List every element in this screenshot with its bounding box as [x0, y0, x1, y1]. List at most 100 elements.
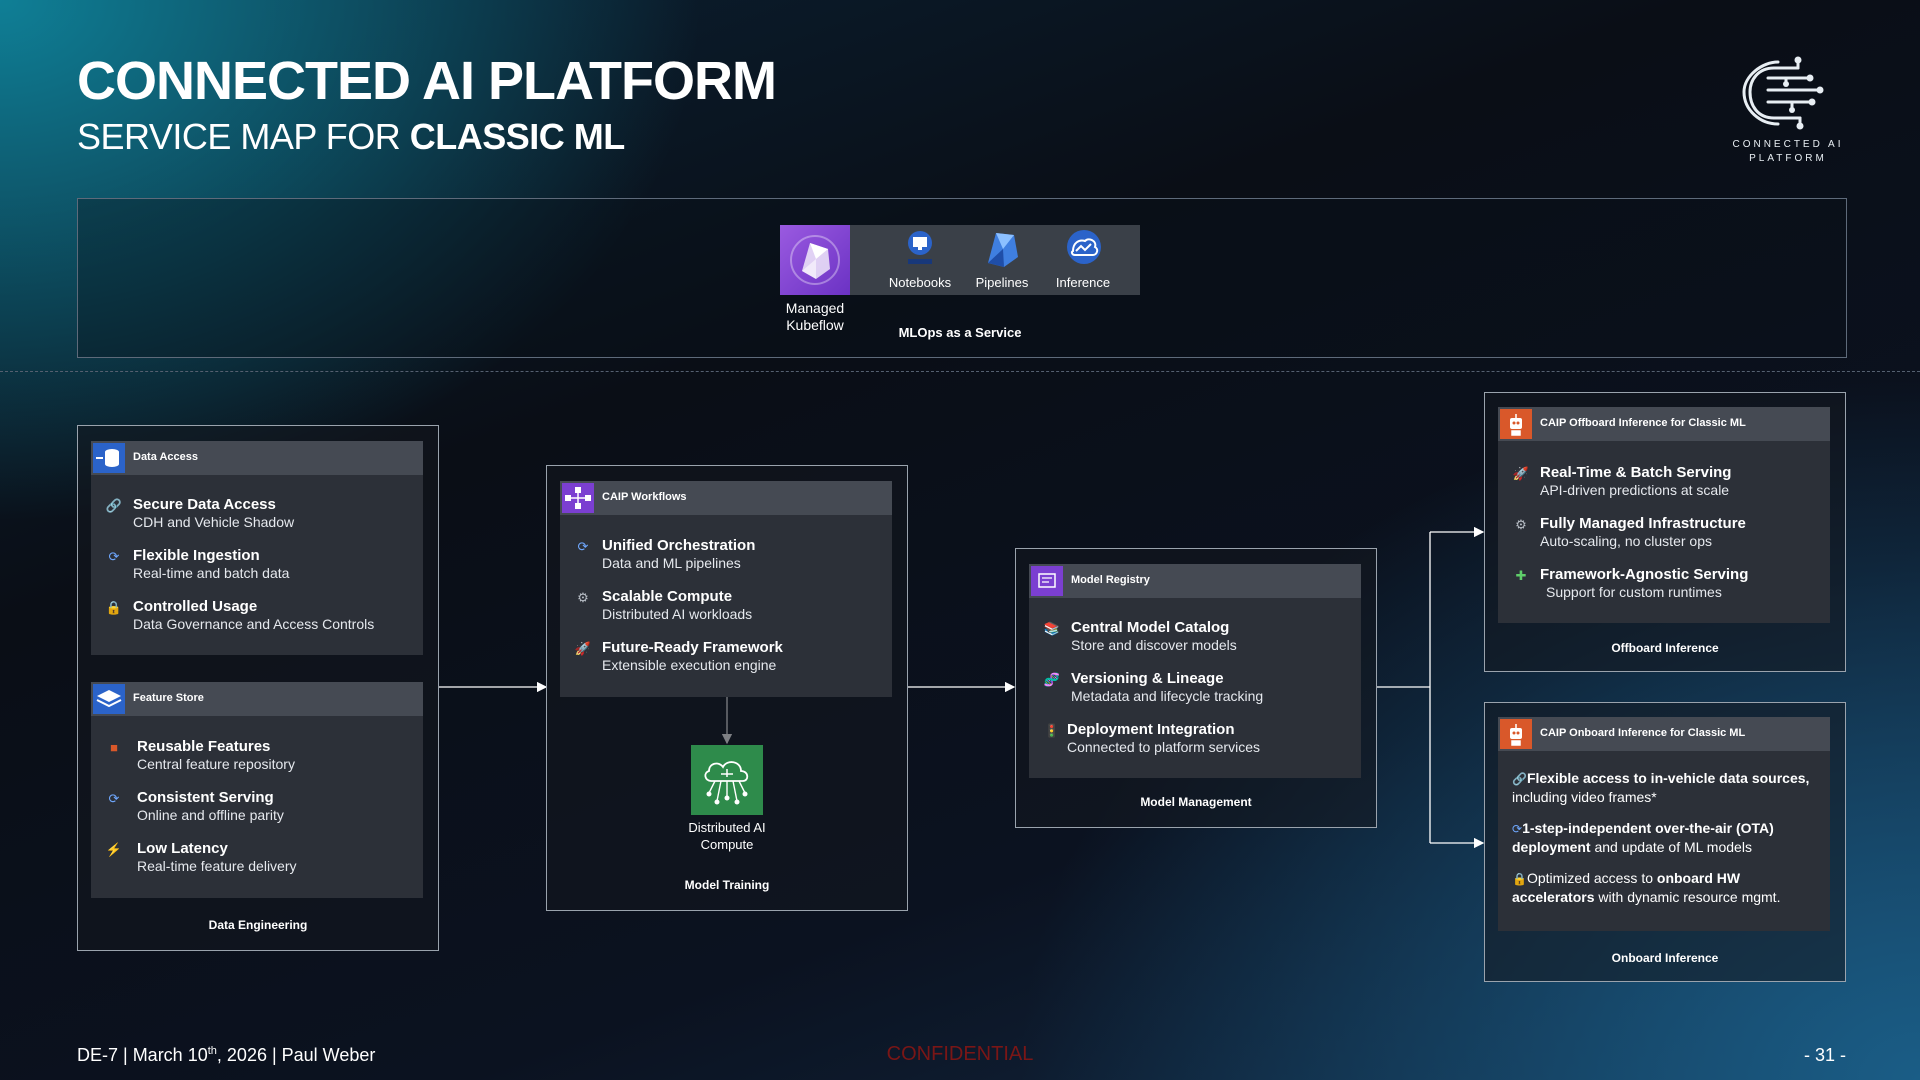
item-desc: Connected to platform services — [1067, 739, 1260, 755]
traffic-light-icon: 🚦 — [1043, 723, 1061, 738]
item-desc: Real-time and batch data — [133, 565, 290, 581]
compute-label: Distributed AI Compute — [688, 820, 766, 852]
item-title: Scalable Compute — [602, 588, 733, 605]
item-desc: Online and offline parity — [137, 807, 284, 823]
item-title: Versioning & Lineage — [1071, 670, 1224, 687]
gear-icon: ⚙ — [577, 590, 589, 605]
footer-doc: DE-7 | March 10 — [77, 1045, 208, 1065]
rocket-icon: 🚀 — [1512, 466, 1530, 481]
panel-header: Model Registry — [1029, 564, 1361, 598]
panel-title: CAIP Workflows — [602, 491, 687, 503]
panel-title: Model Registry — [1071, 574, 1150, 586]
refresh-icon: ⟳ — [577, 539, 589, 554]
item-desc: Data and ML pipelines — [602, 555, 741, 571]
lock-icon: 🔒 — [105, 600, 123, 615]
panel-header: CAIP Offboard Inference for Classic ML — [1498, 407, 1830, 441]
page-title: CONNECTED AI PLATFORM — [77, 51, 777, 111]
jupyter-notebook-icon — [908, 231, 932, 264]
dna-icon: 🧬 — [1043, 672, 1061, 687]
distributed-compute-icon — [691, 745, 763, 815]
refresh-icon: ⟳ — [108, 549, 120, 564]
model-registry-panel: Model Registry 📚 Central Model Catalog S… — [1029, 564, 1361, 778]
panel-title: CAIP Onboard Inference for Classic ML — [1540, 727, 1746, 739]
item-desc: Real-time feature delivery — [137, 858, 297, 874]
panel-header: CAIP Onboard Inference for Classic ML — [1498, 717, 1830, 751]
item-text: and update of ML models — [1594, 839, 1752, 855]
layers-icon — [93, 684, 125, 714]
item-desc: Metadata and lifecycle tracking — [1071, 688, 1264, 704]
gear-icon: ⚙ — [1515, 517, 1527, 532]
item-title: Reusable Features — [137, 738, 271, 755]
item-desc: Distributed AI workloads — [602, 606, 753, 622]
onboard-panel: CAIP Onboard Inference for Classic ML 🔗F… — [1498, 717, 1830, 931]
page-subtitle: SERVICE MAP FOR CLASSIC ML — [77, 116, 625, 158]
footer-sup: th — [207, 1045, 217, 1057]
kubeflow-icon — [780, 225, 850, 295]
caip-workflows-panel: CAIP Workflows ⟳ Unified Orchestration D… — [560, 481, 892, 697]
panel-title: CAIP Offboard Inference for Classic ML — [1540, 417, 1746, 429]
offboard-panel: CAIP Offboard Inference for Classic ML 🚀… — [1498, 407, 1830, 623]
feature-store-panel: Feature Store ■ Reusable Features Centra… — [91, 682, 423, 898]
registry-icon — [1031, 566, 1063, 596]
lock-icon: 🔒 — [1512, 872, 1527, 886]
database-icon — [93, 443, 125, 473]
item-title: Fully Managed Infrastructure — [1540, 515, 1746, 532]
list-item: ⟳1-step-independent over-the-air (OTA) d… — [1512, 819, 1820, 856]
item-desc: CDH and Vehicle Shadow — [133, 514, 295, 530]
tool-pipelines[interactable]: Pipelines — [962, 225, 1042, 295]
item-bold: 1-step-independent over-the-air (OTA) — [1522, 820, 1774, 836]
robot-icon — [1500, 719, 1532, 749]
page-number: - 31 - — [1803, 1045, 1846, 1065]
item-title: Unified Orchestration — [602, 537, 756, 554]
footer-rest: , 2026 | Paul Weber — [216, 1045, 376, 1065]
refresh-icon: ⟳ — [1512, 822, 1523, 836]
item-desc: Extensible execution engine — [602, 657, 777, 673]
item-title: Low Latency — [137, 840, 228, 857]
panel-header: Data Access — [91, 441, 423, 475]
tool-label: Inference — [1055, 275, 1111, 290]
subtitle-prefix: SERVICE MAP FOR — [77, 116, 401, 157]
item-bold: Flexible access to in-vehicle data sourc… — [1526, 770, 1810, 786]
panel-title: Data Access — [133, 451, 199, 463]
item-bold: deployment — [1512, 839, 1591, 855]
section-caption: Offboard Inference — [1611, 641, 1719, 655]
list-item: 🔒Optimized access to onboard HW accelera… — [1512, 869, 1820, 906]
tool-inference[interactable]: Inference — [1043, 225, 1123, 295]
books-icon: 📚 — [1043, 621, 1061, 636]
section-caption: Model Management — [1140, 795, 1252, 809]
bricks-icon: ■ — [110, 740, 118, 755]
rocket-icon: 🚀 — [574, 641, 592, 656]
model-training-box: CAIP Workflows ⟳ Unified Orchestration D… — [546, 465, 908, 911]
mlops-caption: MLOps as a Service — [898, 325, 1022, 340]
item-desc: Central feature repository — [137, 756, 295, 772]
item-desc: Data Governance and Access Controls — [133, 616, 375, 632]
footer-doc-info: DE-7 | March 10th, 2026 | Paul Weber — [77, 1045, 375, 1066]
workflow-icon — [562, 483, 594, 513]
tool-label: Pipelines — [975, 275, 1029, 290]
tool-label: Notebooks — [888, 275, 952, 290]
item-text: with dynamic resource mgmt. — [1598, 889, 1781, 905]
panel-header: CAIP Workflows — [560, 481, 892, 515]
item-title: Central Model Catalog — [1071, 619, 1230, 636]
link-icon: 🔗 — [105, 498, 123, 513]
data-access-panel: Data Access 🔗 Secure Data Access CDH and… — [91, 441, 423, 655]
tool-notebooks[interactable]: Notebooks — [880, 225, 960, 295]
item-title: Consistent Serving — [137, 789, 274, 806]
panel-header: Feature Store — [91, 682, 423, 716]
subtitle-bold: CLASSIC ML — [409, 116, 626, 157]
divider — [0, 371, 1920, 372]
item-desc: Store and discover models — [1071, 637, 1237, 653]
managed-kubeflow-label: Managed Kubeflow — [785, 300, 845, 333]
item-text: Optimized access to — [1526, 870, 1654, 886]
model-management-box: Model Registry 📚 Central Model Catalog S… — [1015, 548, 1377, 828]
mlops-tools-bar: Notebooks Pipelines Inference — [850, 225, 1140, 295]
section-caption: Onboard Inference — [1611, 951, 1719, 965]
logo-text: CONNECTED AI PLATFORM — [1732, 139, 1844, 164]
item-title: Secure Data Access — [133, 496, 276, 513]
section-caption: Data Engineering — [208, 918, 308, 932]
data-engineering-box: Data Access 🔗 Secure Data Access CDH and… — [77, 425, 439, 951]
item-title: Deployment Integration — [1067, 721, 1235, 738]
link-icon: 🔗 — [1512, 772, 1527, 786]
item-desc: Support for custom runtimes — [1546, 584, 1722, 600]
platform-logo-icon — [1728, 54, 1848, 164]
